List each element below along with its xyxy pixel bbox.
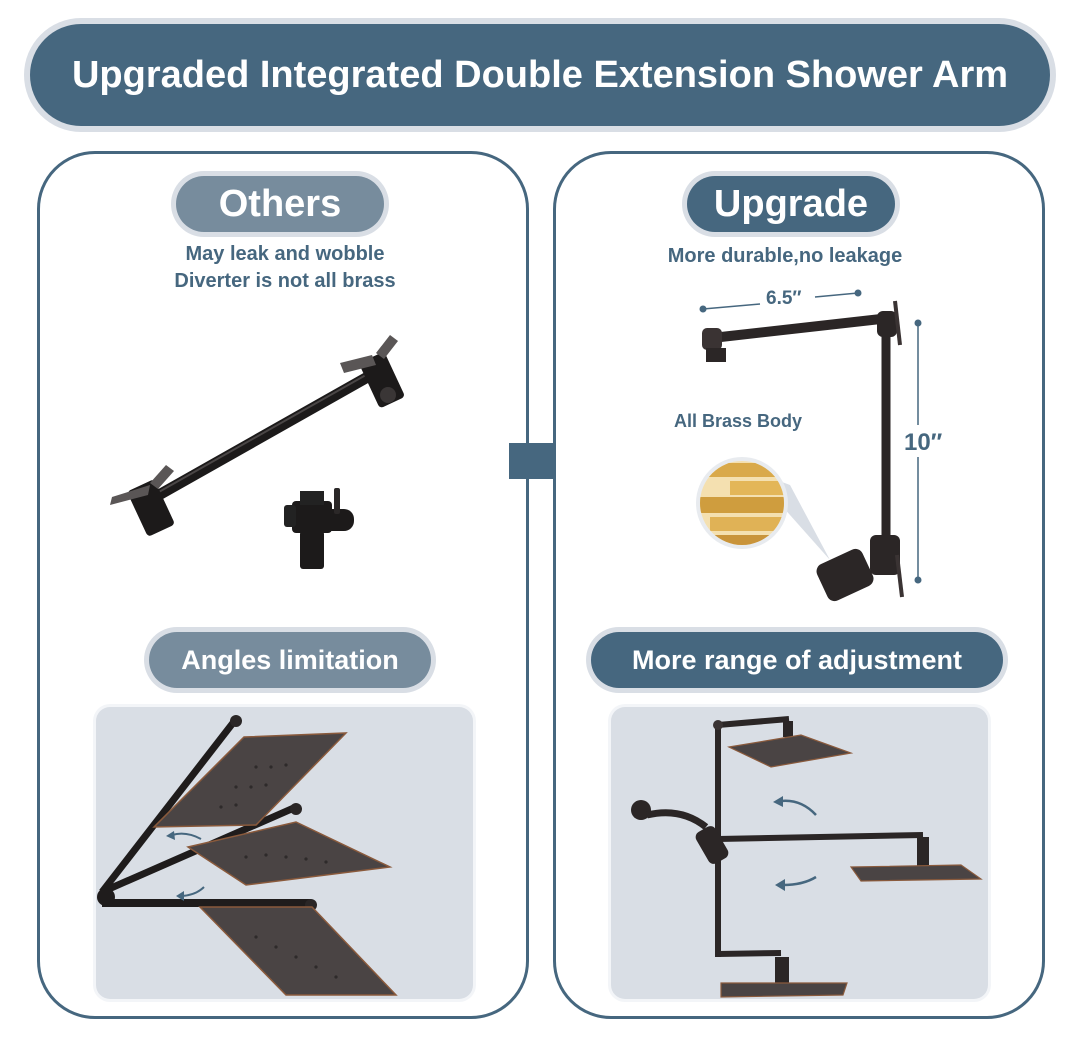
others-line-2: Diverter is not all brass bbox=[174, 270, 396, 292]
others-badge-label: Others bbox=[176, 176, 384, 232]
angles-limitation-badge: Angles limitation bbox=[144, 627, 436, 693]
upgrade-description: More durable,no leakage bbox=[667, 245, 903, 267]
diverter-icon bbox=[284, 488, 354, 569]
shower-arm-icon bbox=[110, 335, 404, 536]
others-line-1: May leak and wobble bbox=[185, 243, 385, 265]
dimension-height-line bbox=[914, 319, 922, 584]
dimension-width-line bbox=[699, 289, 862, 313]
shower-arm-icon bbox=[702, 300, 904, 602]
others-description: May leak and wobble Diverter is not all … bbox=[90, 241, 480, 295]
brass-closeup-icon bbox=[696, 457, 830, 560]
title-banner: Upgraded Integrated Double Extension Sho… bbox=[24, 18, 1056, 132]
angles-limitation-label: Angles limitation bbox=[149, 632, 431, 688]
more-range-label: More range of adjustment bbox=[591, 632, 1003, 688]
brass-body-label: All Brass Body bbox=[674, 411, 803, 431]
more-range-badge: More range of adjustment bbox=[586, 627, 1008, 693]
others-badge: Others bbox=[171, 171, 389, 237]
upgrade-product-image bbox=[696, 289, 922, 602]
upgrade-badge-label: Upgrade bbox=[687, 176, 895, 232]
shower-heads-limited-angles-image bbox=[97, 715, 398, 996]
others-product-image bbox=[110, 335, 404, 569]
title-banner-inner: Upgraded Integrated Double Extension Sho… bbox=[30, 24, 1050, 126]
page-title: Upgraded Integrated Double Extension Sho… bbox=[71, 53, 1009, 96]
width-dimension-label: 6.5″ bbox=[766, 288, 802, 309]
shower-heads-range-image bbox=[631, 716, 983, 998]
angles-limitation-photo bbox=[96, 707, 473, 999]
height-dimension-label: 10″ bbox=[904, 429, 943, 456]
more-range-photo bbox=[611, 707, 988, 999]
upgrade-badge: Upgrade bbox=[682, 171, 900, 237]
